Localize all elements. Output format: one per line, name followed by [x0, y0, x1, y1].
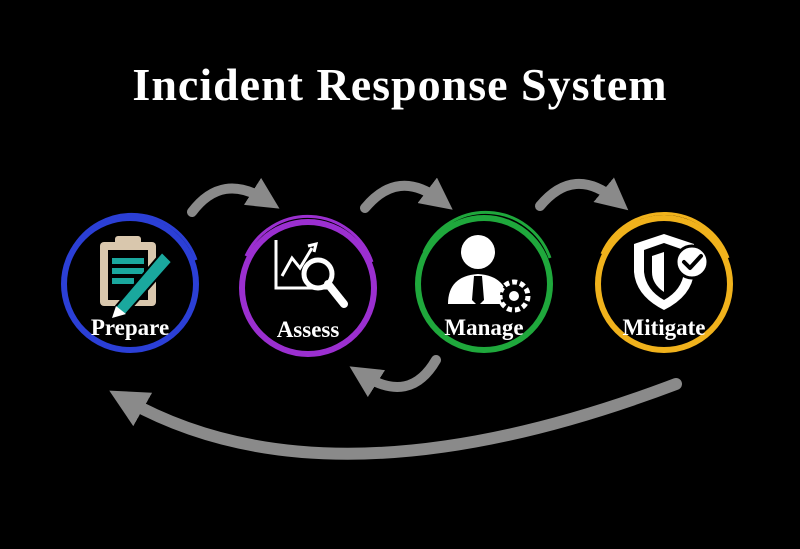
- chart-magnifier-icon: [274, 240, 348, 308]
- manage-label: Manage: [444, 315, 523, 340]
- step-mitigate: Mitigate: [595, 212, 733, 353]
- prepare-ring: [61, 215, 199, 353]
- arrow-manage-to-assess: [349, 355, 441, 398]
- clipboard-pen-icon: [100, 236, 174, 320]
- mitigate-label: Mitigate: [622, 315, 705, 340]
- step-assess: Assess: [239, 214, 377, 357]
- diagram-title: Incident Response System: [132, 59, 668, 110]
- mitigate-ring: [595, 215, 733, 353]
- step-manage: Manage: [415, 210, 553, 353]
- shield-check-icon: [634, 234, 710, 310]
- assess-label: Assess: [277, 317, 340, 342]
- arrow-prepare-to-assess: [187, 177, 280, 217]
- step-prepare: Prepare: [61, 212, 199, 353]
- assess-ring: [239, 219, 377, 357]
- arrow-assess-to-manage: [360, 177, 453, 213]
- manage-ring: [415, 215, 553, 353]
- arrow-manage-to-mitigate: [535, 177, 629, 211]
- prepare-label: Prepare: [91, 315, 169, 340]
- arrow-mitigate-to-prepare: [109, 378, 682, 460]
- manager-gear-icon: [448, 235, 531, 313]
